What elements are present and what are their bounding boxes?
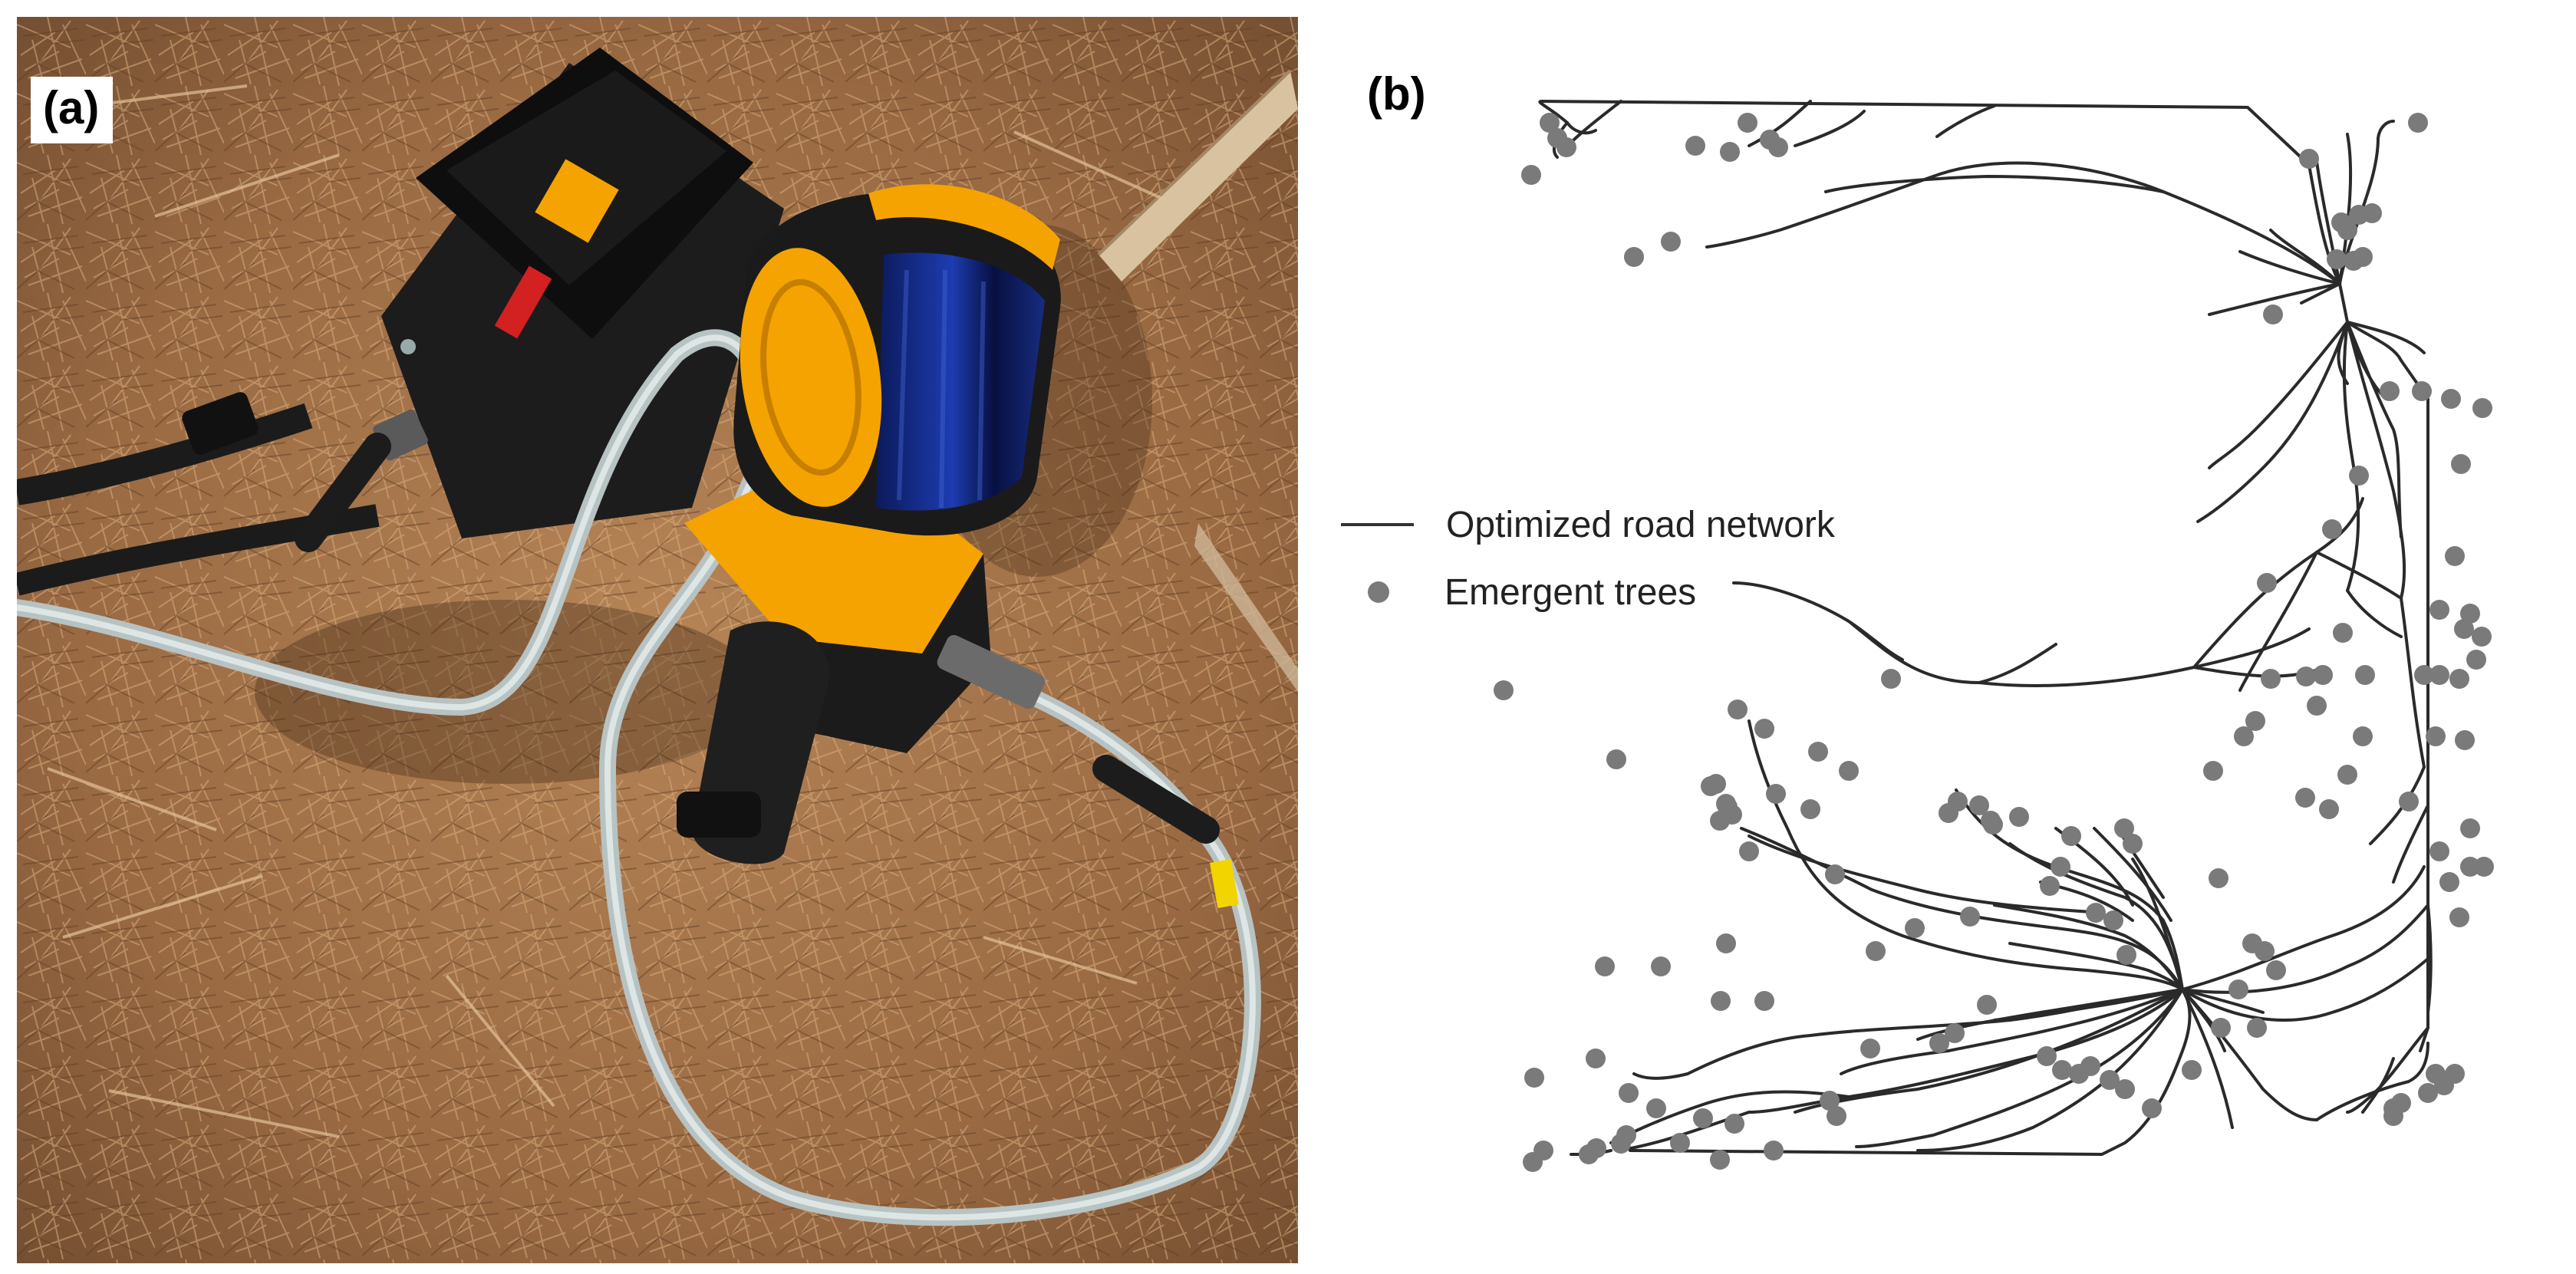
legend-trees-label: Emergent trees: [1444, 571, 1697, 613]
battery-box: [373, 48, 784, 538]
scanner-photo-illustration: [17, 17, 1298, 1263]
road-network-svg: [1494, 100, 2494, 1172]
battery-badge: [535, 159, 619, 243]
legend: Optimized road network Emergent trees: [1341, 491, 1835, 626]
battery-brand-label: [494, 265, 552, 339]
panel-a-label: (a): [31, 77, 114, 143]
road-network-diagram: [1319, 0, 2576, 1274]
legend-item-trees: Emergent trees: [1341, 558, 1835, 626]
scanner-photo: [17, 17, 1298, 1263]
legend-item-road: Optimized road network: [1341, 491, 1835, 558]
lidar-scanner: [677, 184, 1061, 864]
panel-b-label: (b): [1367, 68, 1426, 120]
legend-road-label: Optimized road network: [1446, 504, 1835, 545]
road-line-swatch: [1341, 523, 1414, 526]
tree-dot-swatch: [1368, 581, 1389, 603]
emergent-trees: [1494, 113, 2494, 1172]
